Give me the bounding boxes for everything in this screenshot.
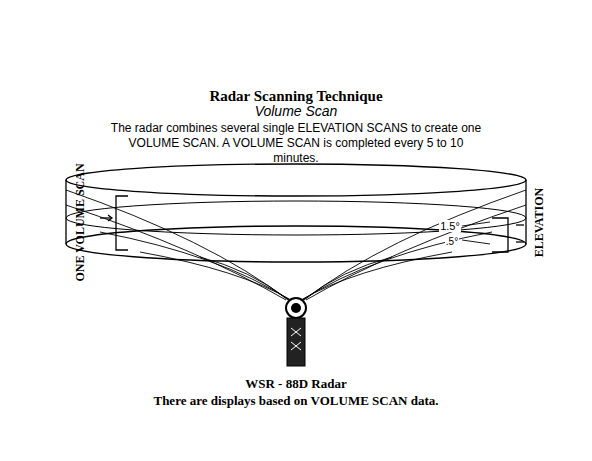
radar-name: WSR - 88D Radar [245, 376, 346, 392]
axis-label: ONE VOLUME SCAN [73, 163, 88, 281]
axis-label: ELEVATION [533, 187, 548, 257]
subtitle: Volume Scan [255, 103, 338, 119]
angle-label: .5° [445, 236, 459, 247]
description: The radar combines several single ELEVAT… [110, 121, 482, 166]
title: Radar Scanning Technique [209, 88, 382, 105]
angle-label: 1.5° [439, 220, 461, 232]
caption: There are displays based on VOLUME SCAN … [153, 393, 438, 409]
